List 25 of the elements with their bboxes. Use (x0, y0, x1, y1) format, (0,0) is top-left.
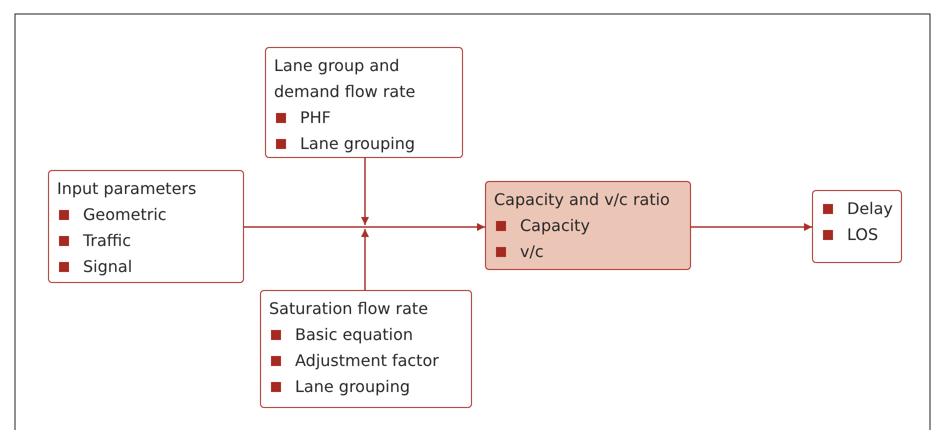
list-item: LOS (847, 224, 878, 246)
process-box (265, 47, 463, 158)
list-item: Adjustment factor (295, 350, 439, 372)
arrow (244, 223, 485, 231)
list-item: Capacity (520, 215, 590, 237)
list-item: PHF (300, 107, 331, 129)
box-heading: Saturation flow rate (269, 298, 430, 320)
box-heading: Input parameters (57, 178, 198, 200)
process-box (48, 170, 244, 283)
list-item: Signal (83, 256, 132, 278)
highlighted-process-box (485, 181, 691, 270)
box-heading: Capacity and v/c ratio (494, 189, 671, 211)
arrow (361, 158, 369, 225)
list-item: Basic equation (295, 324, 414, 346)
list-item: Traffic (83, 230, 132, 252)
process-box (812, 190, 902, 263)
list-item: Lane grouping (295, 376, 410, 398)
box-heading: Lane group and demand flow rate (274, 55, 416, 103)
list-item: Lane grouping (300, 133, 415, 155)
arrow (361, 229, 369, 290)
process-box (260, 290, 472, 408)
list-item: Delay (847, 198, 893, 220)
list-item: Geometric (83, 204, 167, 226)
arrow (691, 223, 812, 231)
list-item: v/c (520, 241, 544, 263)
